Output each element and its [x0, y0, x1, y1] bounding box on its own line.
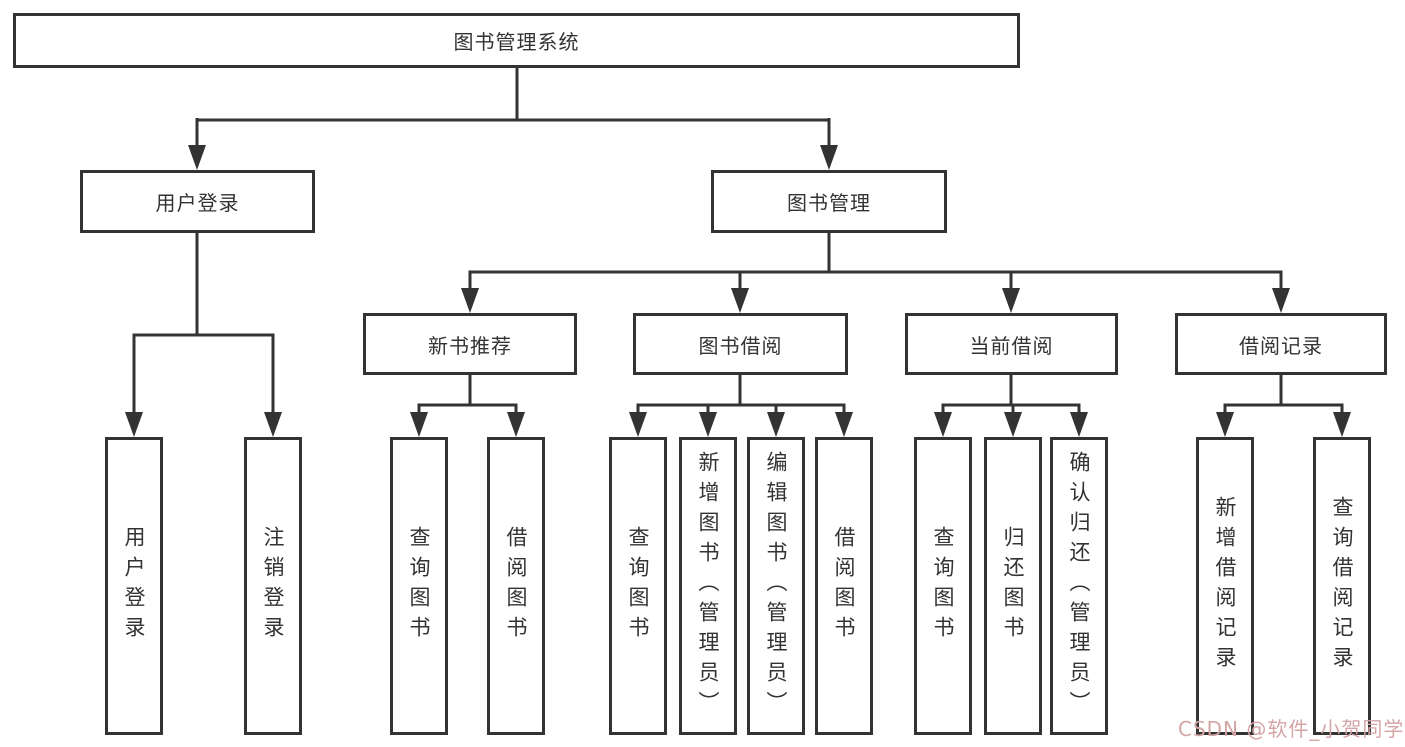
node-book-management-label: 图书管理 — [787, 191, 871, 215]
node-book-borrowing: 图书借阅 — [633, 313, 848, 375]
leaf-borrow-edit-books-admin-label: 编辑图书（管理员） — [764, 451, 788, 721]
leaf-user-login-label: 用户登录 — [122, 526, 146, 646]
leaf-current-query-books-label: 查询图书 — [931, 526, 955, 646]
leaf-recommend-query-books: 查询图书 — [390, 437, 448, 735]
leaf-current-return-books: 归还图书 — [984, 437, 1042, 735]
leaf-recommend-borrow-books-label: 借阅图书 — [504, 526, 528, 646]
leaf-records-add-record: 新增借阅记录 — [1196, 437, 1254, 735]
leaf-logout: 注销登录 — [244, 437, 302, 735]
leaf-records-add-record-label: 新增借阅记录 — [1213, 496, 1237, 676]
node-borrowing-records: 借阅记录 — [1175, 313, 1387, 375]
leaf-borrow-query-books-label: 查询图书 — [626, 526, 650, 646]
leaf-borrow-add-books-admin: 新增图书（管理员） — [679, 437, 737, 735]
leaf-borrow-add-books-admin-label: 新增图书（管理员） — [696, 451, 720, 721]
node-root: 图书管理系统 — [13, 13, 1020, 68]
node-current-borrowing: 当前借阅 — [905, 313, 1118, 375]
leaf-borrow-borrow-books-label: 借阅图书 — [832, 526, 856, 646]
node-new-book-recommendation-label: 新书推荐 — [428, 333, 512, 358]
node-user-login: 用户登录 — [80, 170, 315, 233]
leaf-recommend-borrow-books: 借阅图书 — [487, 437, 545, 735]
node-borrowing-records-label: 借阅记录 — [1239, 333, 1323, 358]
leaf-current-confirm-return-admin: 确认归还（管理员） — [1050, 437, 1108, 735]
node-book-borrowing-label: 图书借阅 — [698, 333, 783, 358]
leaf-records-query-record-label: 查询借阅记录 — [1330, 496, 1354, 676]
leaf-borrow-edit-books-admin: 编辑图书（管理员） — [747, 437, 805, 735]
leaf-user-login: 用户登录 — [105, 437, 163, 735]
node-user-login-label: 用户登录 — [155, 191, 240, 215]
leaf-borrow-query-books: 查询图书 — [609, 437, 667, 735]
csdn-watermark: CSDN @软件_小贺同学 — [1178, 717, 1405, 741]
node-current-borrowing-label: 当前借阅 — [969, 333, 1054, 358]
leaf-records-query-record: 查询借阅记录 — [1313, 437, 1371, 735]
leaf-current-return-books-label: 归还图书 — [1001, 526, 1025, 646]
leaf-current-query-books: 查询图书 — [914, 437, 972, 735]
leaf-current-confirm-return-admin-label: 确认归还（管理员） — [1067, 451, 1091, 721]
node-new-book-recommendation: 新书推荐 — [363, 313, 577, 375]
leaf-borrow-borrow-books: 借阅图书 — [815, 437, 873, 735]
leaf-recommend-query-books-label: 查询图书 — [407, 526, 431, 646]
node-book-management: 图书管理 — [711, 170, 947, 233]
leaf-logout-label: 注销登录 — [261, 526, 285, 646]
node-root-label: 图书管理系统 — [453, 30, 580, 54]
